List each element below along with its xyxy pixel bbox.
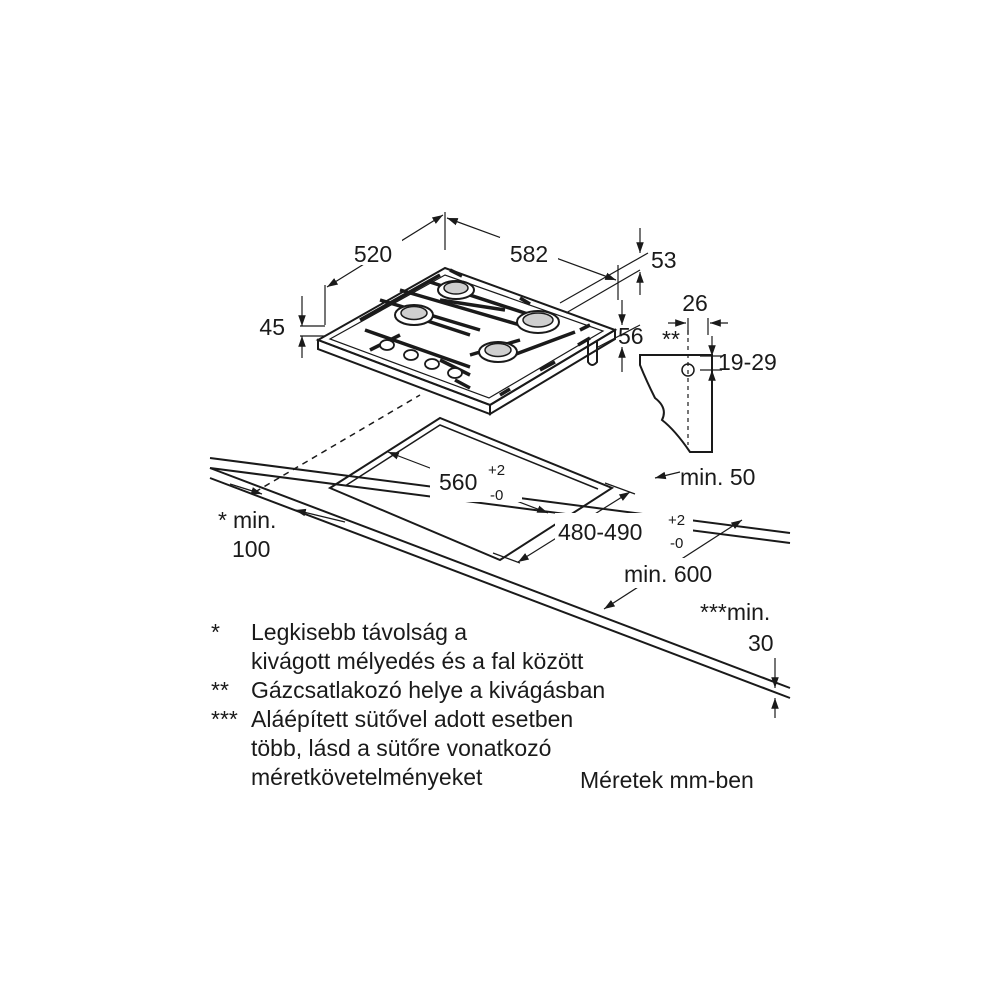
dim-560-sub: -0 [490,487,503,504]
dim-min-50-label: min. 50 [680,464,755,490]
dim-26-label: 26 [682,290,708,316]
dim-560-sup: +2 [488,462,505,479]
dim-480-490-sub: -0 [670,535,683,552]
units-note: Méretek mm-ben [580,767,754,793]
burner-front-left [394,304,434,326]
note-3-line1: Aláépített sütővel adott esetben [251,706,573,732]
note-1-line2: kivágott mélyedés és a fal között [251,648,584,674]
dim-520-label: 520 [354,241,392,267]
gas-location-stars: ** [662,326,680,352]
dimension-min-30: ***min. 30 [700,599,779,718]
dimension-min-100: * min. 100 [218,483,346,562]
dim-min-30-line1: ***min. [700,599,770,625]
dim-45-label: 45 [259,314,285,340]
note-3-line2: több, lásd a sütőre vonatkozó [251,735,551,761]
note-1-mark: * [211,619,220,645]
projection-dashed-line [254,394,421,493]
dim-19-29-label: 19-29 [718,349,777,375]
dimension-53: 53 [559,228,677,314]
pan-supports [359,268,591,397]
burner-back-right [516,310,560,334]
dimension-width-520: 520 [324,212,446,325]
burner-back-left [437,280,475,300]
footnotes: * Legkisebb távolság a kivágott mélyedés… [211,619,754,793]
dim-480-490-main: 480-490 [558,519,642,545]
note-2-line1: Gázcsatlakozó helye a kivágásban [251,677,605,703]
dim-min-100-prefix: * [218,507,227,533]
note-3-mark: *** [211,706,238,732]
gas-connection-detail: 26 ** 19-29 [639,290,777,453]
dimension-height-45: 45 [259,296,325,358]
dimension-56: 56 [597,300,644,372]
dimension-length-582: 582 [446,217,619,300]
dimension-cutout-560: 560 +2 -0 [387,451,549,514]
dim-480-490-sup: +2 [668,512,685,529]
dim-56-label: 56 [618,323,644,349]
dim-582-label: 582 [510,241,548,267]
gas-hob [315,266,618,416]
note-2-mark: ** [211,677,229,703]
burner-front-right [478,341,518,363]
gas-connector [587,340,598,366]
note-1-line1: Legkisebb távolság a [251,619,467,645]
dimension-min-50: min. 50 [654,464,755,490]
dimension-min-600: min. 600 [603,519,743,610]
dim-560-label: 560 [439,469,477,495]
dimension-cutout-480-490: 480-490 +2 -0 [492,482,693,564]
dim-min-30-line2: 30 [748,630,774,656]
dim-min-100-line2: 100 [232,536,270,562]
note-3-line3: méretkövetelményeket [251,764,483,790]
dim-min-600-label: min. 600 [624,561,712,587]
dim-53-label: 53 [651,247,677,273]
control-knobs [379,339,463,379]
dim-min-100-line1: min. [233,507,276,533]
dim-560-main: 560 [439,469,477,495]
